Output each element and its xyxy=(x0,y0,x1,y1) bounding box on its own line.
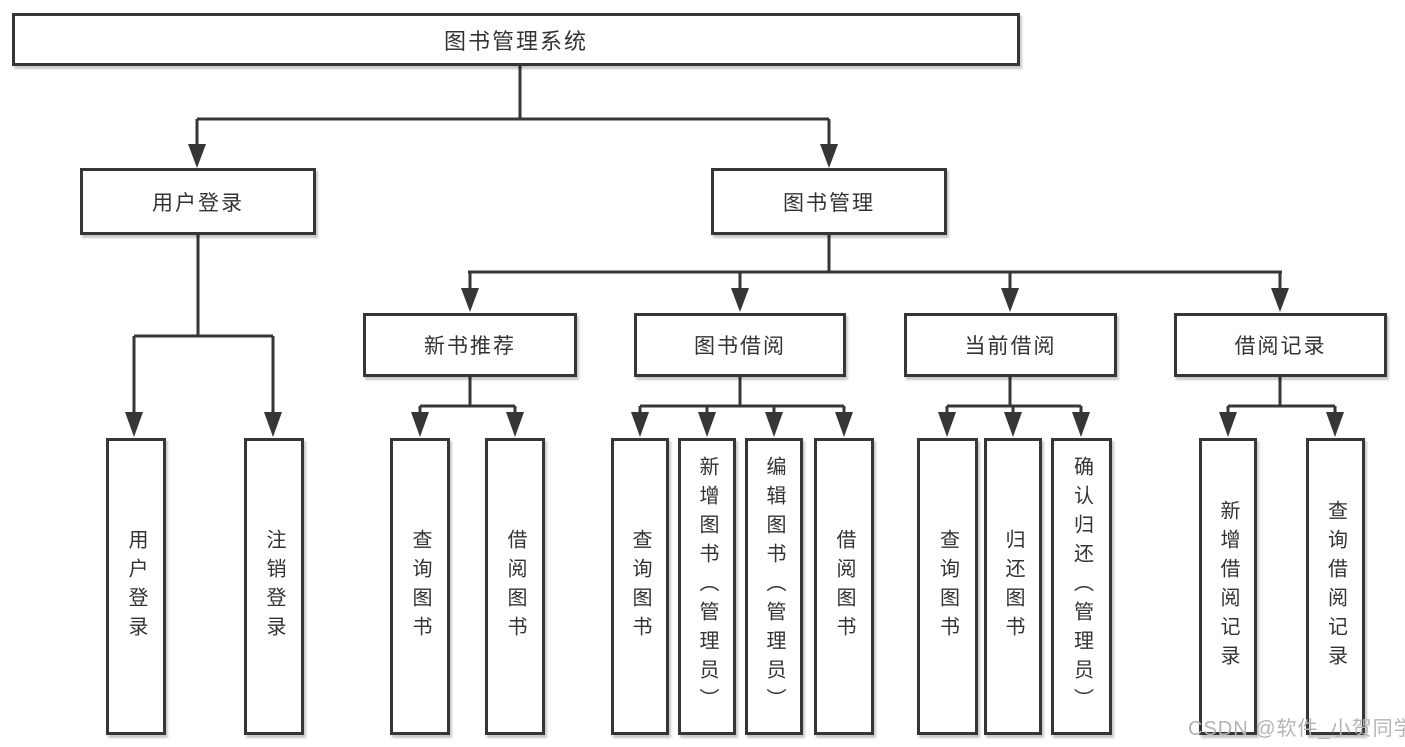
arrowhead-leaf xyxy=(411,412,429,437)
arrowhead-leaf xyxy=(1072,412,1090,437)
watermark: CSDN @软件_小贺同学 xyxy=(1188,718,1405,740)
leaf-add-borrow-record: 新增借阅记录 xyxy=(1199,438,1257,735)
leaf-query-books-current-label: 查询图书 xyxy=(936,528,959,645)
arrowhead-borrow-records xyxy=(1271,288,1289,312)
node-user-login: 用户登录 xyxy=(80,168,316,235)
node-book-management-label: 图书管理 xyxy=(783,191,875,215)
leaf-query-books-current: 查询图书 xyxy=(917,438,978,735)
leaf-query-books-recommend: 查询图书 xyxy=(390,438,450,735)
leaf-add-books-admin: 新增图书（管理员） xyxy=(678,438,736,735)
leaf-return-books-label: 归还图书 xyxy=(1002,528,1024,645)
leaf-user-login: 用户登录 xyxy=(106,438,166,735)
leaf-edit-books-admin: 编辑图书（管理员） xyxy=(745,438,803,735)
node-borrow-records: 借阅记录 xyxy=(1174,313,1387,377)
arrowhead-leaf xyxy=(938,412,956,437)
connector-book-borrow-to-leaves xyxy=(638,375,846,414)
arrowhead-user-login xyxy=(188,144,206,168)
leaf-user-login-label: 用户登录 xyxy=(125,528,147,645)
arrowhead-leaf xyxy=(506,412,524,437)
arrowhead-leaf xyxy=(631,412,649,437)
leaf-borrow-books: 借阅图书 xyxy=(814,438,874,735)
connector-root-to-level2 xyxy=(195,66,831,146)
leaf-query-books-borrow: 查询图书 xyxy=(611,438,669,735)
arrowhead-user-login-leaf xyxy=(125,412,143,437)
node-current-borrow-label: 当前借阅 xyxy=(964,335,1057,358)
leaf-query-books-borrow-label: 查询图书 xyxy=(629,528,651,645)
arrowhead-new-book-recommend xyxy=(461,288,479,312)
node-new-book-recommend-label: 新书推荐 xyxy=(424,335,516,358)
arrowhead-book-borrow xyxy=(731,288,749,312)
node-book-borrow: 图书借阅 xyxy=(634,313,846,377)
leaf-logout-label: 注销登录 xyxy=(263,528,285,645)
arrowhead-leaf xyxy=(698,412,716,437)
arrowhead-logout-leaf xyxy=(264,412,282,437)
arrowhead-book-management xyxy=(820,144,838,168)
leaf-confirm-return-admin: 确认归还（管理员） xyxy=(1051,438,1112,735)
connector-user-login-to-leaves xyxy=(132,235,275,414)
leaf-confirm-return-admin-label: 确认归还（管理员） xyxy=(1070,456,1093,717)
node-book-borrow-label: 图书借阅 xyxy=(694,335,786,358)
connector-new-book-to-leaves xyxy=(418,375,517,414)
node-user-login-label: 用户登录 xyxy=(152,191,244,215)
leaf-query-books-recommend-label: 查询图书 xyxy=(409,528,431,645)
leaf-return-books: 归还图书 xyxy=(984,438,1042,735)
connector-book-management-to-level3 xyxy=(468,235,1282,290)
leaf-borrow-books-label: 借阅图书 xyxy=(833,528,855,645)
node-root-label: 图书管理系统 xyxy=(443,28,588,54)
leaf-add-books-admin-label: 新增图书（管理员） xyxy=(696,456,718,717)
node-new-book-recommend: 新书推荐 xyxy=(363,313,577,377)
connector-current-borrow-to-leaves xyxy=(945,375,1083,414)
leaf-edit-books-admin-label: 编辑图书（管理员） xyxy=(763,456,785,717)
arrowhead-leaf xyxy=(765,412,783,437)
node-current-borrow: 当前借阅 xyxy=(904,313,1117,377)
arrowhead-leaf xyxy=(835,412,853,437)
leaf-query-borrow-record: 查询借阅记录 xyxy=(1306,438,1365,735)
node-borrow-records-label: 借阅记录 xyxy=(1234,335,1327,358)
arrowhead-leaf xyxy=(1326,412,1344,437)
arrowhead-leaf xyxy=(1219,412,1237,437)
leaf-borrow-books-recommend-label: 借阅图书 xyxy=(504,528,526,645)
arrowhead-leaf xyxy=(1004,412,1022,437)
connector-borrow-records-to-leaves xyxy=(1226,375,1337,414)
leaf-logout: 注销登录 xyxy=(244,438,304,735)
leaf-borrow-books-recommend: 借阅图书 xyxy=(485,438,545,735)
node-root: 图书管理系统 xyxy=(12,13,1020,66)
leaf-add-borrow-record-label: 新增借阅记录 xyxy=(1217,499,1239,674)
node-book-management: 图书管理 xyxy=(711,168,947,235)
arrowhead-current-borrow xyxy=(1001,288,1019,312)
leaf-query-borrow-record-label: 查询借阅记录 xyxy=(1324,499,1347,674)
